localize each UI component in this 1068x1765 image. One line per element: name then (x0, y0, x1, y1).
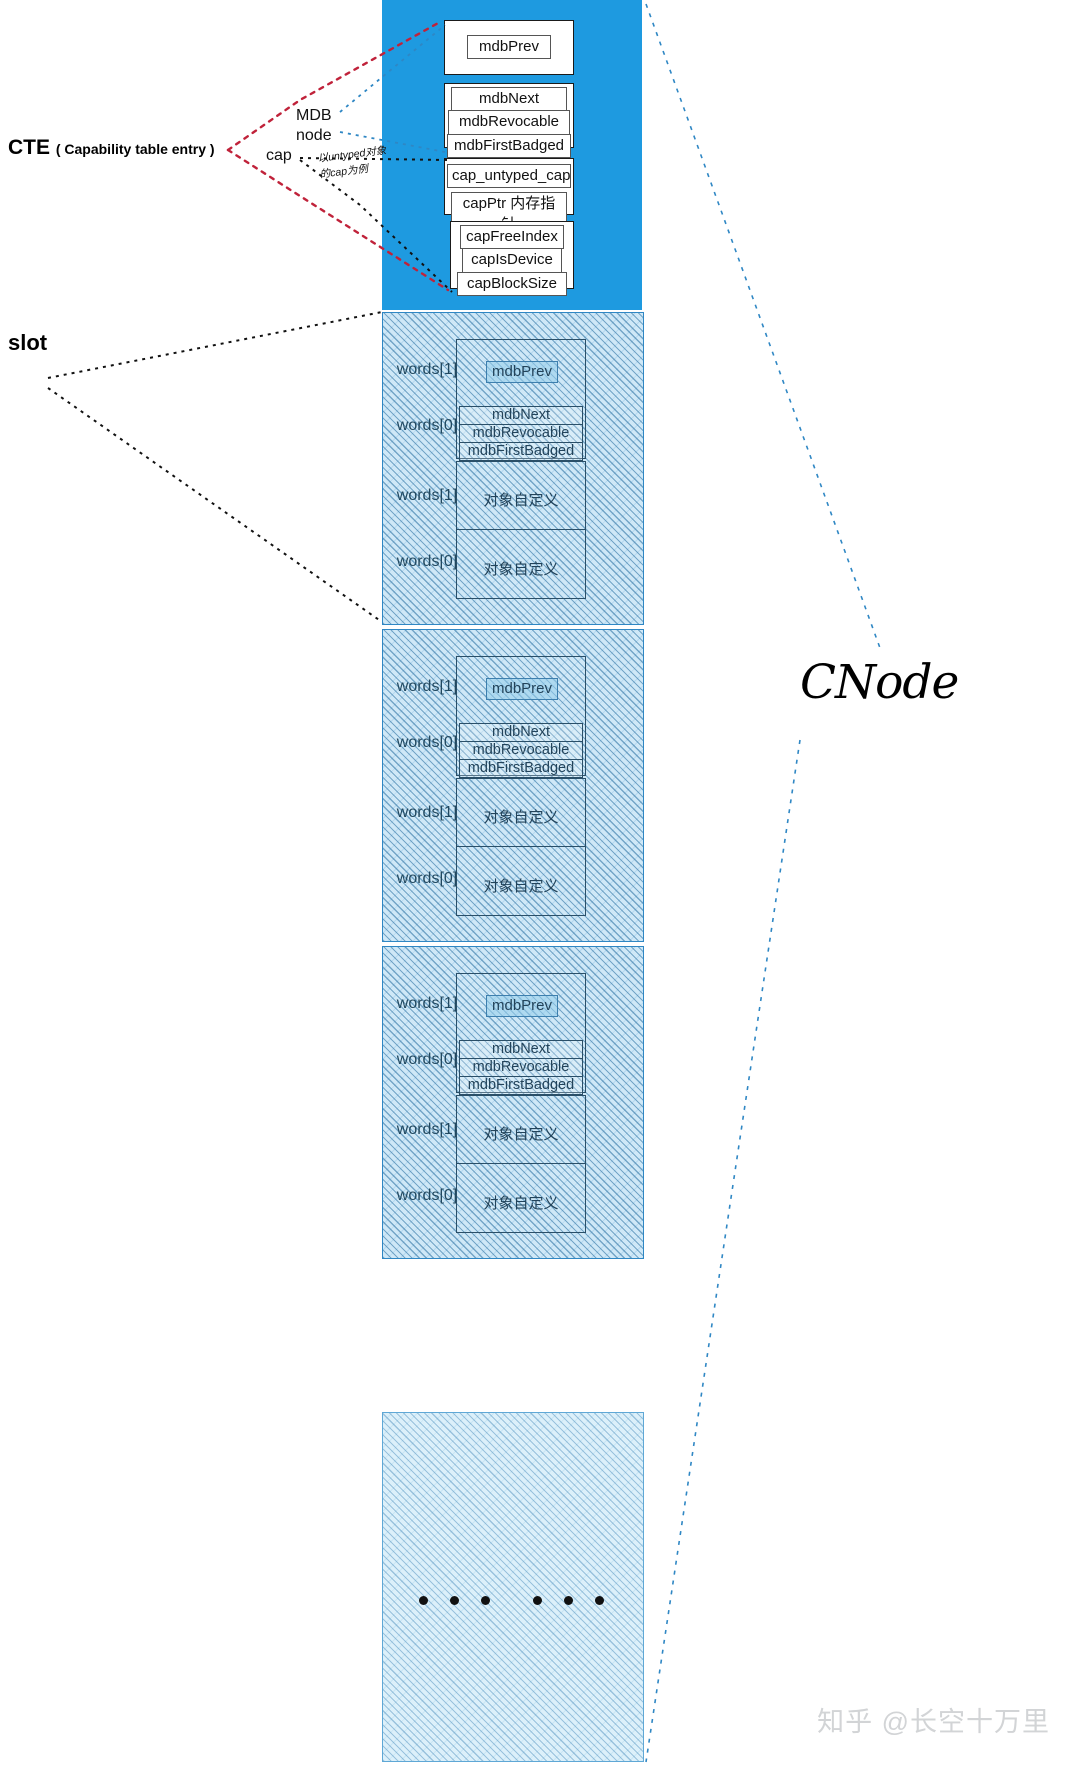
cnode-tail-block (382, 1412, 644, 1762)
word-index-label: words[1] (396, 804, 458, 821)
word-index-label: words[0] (396, 1187, 458, 1204)
slot-object-custom-field: 对象自定义 (483, 809, 559, 826)
cte-label-sub: ( Capability table entry ) (55, 141, 215, 157)
cnode-label: CNode (800, 655, 959, 710)
slot-mdb-field: mdbNext (460, 724, 582, 742)
ellipsis-dot (419, 1596, 428, 1605)
cap-annotation-note: 以untyped对象 的cap为例 (317, 144, 389, 184)
slot-mdb-field: mdbRevocable (460, 425, 582, 443)
cap-untyped-cap-box: cap_untyped_cap (447, 164, 571, 189)
slot-mdb-outline (456, 656, 586, 776)
word-index-label: words[0] (396, 417, 458, 434)
word-index-label: words[1] (396, 678, 458, 695)
cap-isdevice-box: capIsDevice (462, 248, 562, 273)
word-index-label: words[0] (396, 1051, 458, 1068)
cap-lower-outer-box: capFreeIndex capIsDevice capBlockSize (450, 221, 574, 296)
slot-label: slot (8, 330, 48, 355)
slot-object-custom-field: 对象自定义 (483, 561, 559, 578)
mdb-firstbadged-box: mdbFirstBadged (447, 133, 571, 158)
cnode-leader-top (645, 3, 881, 649)
slot-mdbprev-field: mdbPrev (486, 678, 558, 700)
ellipsis-dot (595, 1596, 604, 1605)
word-index-label: words[1] (396, 361, 458, 378)
watermark: 知乎 @长空十万里 (817, 1707, 1050, 1737)
slot-object-custom-field: 对象自定义 (483, 492, 559, 509)
word-index-label: words[1] (396, 1121, 458, 1138)
slot-leader-bottom (47, 387, 383, 623)
slot-mdb-field: mdbRevocable (460, 742, 582, 760)
slot-mdbprev-field: mdbPrev (486, 361, 558, 383)
slot-mdb-field: mdbFirstBadged (467, 443, 575, 459)
cnode-slot[interactable]: words[1] words[0] words[1] words[0] mdbPrev m… (382, 629, 644, 942)
slot-mdb-outline (456, 973, 586, 1093)
mdb-revocable-box: mdbRevocable (448, 110, 570, 135)
mdb-node-label-line2: node (296, 127, 332, 144)
slot-object-divider (456, 461, 586, 530)
mdb-prev-box: mdbPrev (467, 35, 551, 60)
slot-object-custom-field: 对象自定义 (483, 878, 559, 895)
cnode-slot[interactable]: words[1] words[0] words[1] words[0] mdbPrev m… (382, 312, 644, 625)
slot-mdb-field: mdbNext (460, 1041, 582, 1059)
cnode-slot[interactable]: words[1] words[0] words[1] words[0] mdbPrev m… (382, 946, 644, 1259)
mdb-prev-outer-box: mdbPrev (444, 20, 574, 75)
mdb-next-outer-box: mdbNext mdbRevocable mdbFirstBadged (444, 83, 574, 158)
word-index-label: words[0] (396, 734, 458, 751)
cte-detail-panel: mdbPrev mdbNext mdbRevocable mdbFirstBad… (382, 0, 642, 310)
slot-object-divider (456, 778, 586, 847)
cnode-leader-bottom (645, 739, 801, 1763)
cap-freeindex-box: capFreeIndex (460, 225, 564, 250)
cte-label: CTE ( Capability table entry ) (8, 136, 215, 160)
slot-mdb-outline (456, 339, 586, 459)
mdb-node-label: MDB node (296, 106, 332, 146)
slot-mdb-field: mdbFirstBadged (467, 760, 575, 776)
cap-upper-outer-box: cap_untyped_cap capPtr 内存指针 (444, 158, 574, 237)
slot-leader-top (47, 311, 383, 379)
slot-object-custom-field: 对象自定义 (483, 1195, 559, 1212)
slot-mdb-field: mdbFirstBadged (467, 1077, 575, 1093)
cap-label: cap (266, 147, 292, 164)
slot-mdbprev-field: mdbPrev (486, 995, 558, 1017)
ellipsis-dot (481, 1596, 490, 1605)
word-index-label: words[0] (396, 553, 458, 570)
slot-object-divider (456, 1095, 586, 1164)
mdb-next-box: mdbNext (451, 87, 567, 112)
slot-object-custom-field: 对象自定义 (483, 1126, 559, 1143)
cap-blocksize-box: capBlockSize (457, 271, 567, 296)
mdb-node-label-line1: MDB (296, 107, 332, 124)
ellipsis-dot (450, 1596, 459, 1605)
word-index-label: words[1] (396, 487, 458, 504)
word-index-label: words[0] (396, 870, 458, 887)
cte-label-main: CTE (8, 136, 50, 159)
ellipsis-dot (533, 1596, 542, 1605)
ellipsis-dots (405, 1596, 625, 1614)
ellipsis-dot (564, 1596, 573, 1605)
word-index-label: words[1] (396, 995, 458, 1012)
slot-mdb-field: mdbNext (460, 407, 582, 425)
slot-mdb-field: mdbRevocable (460, 1059, 582, 1077)
